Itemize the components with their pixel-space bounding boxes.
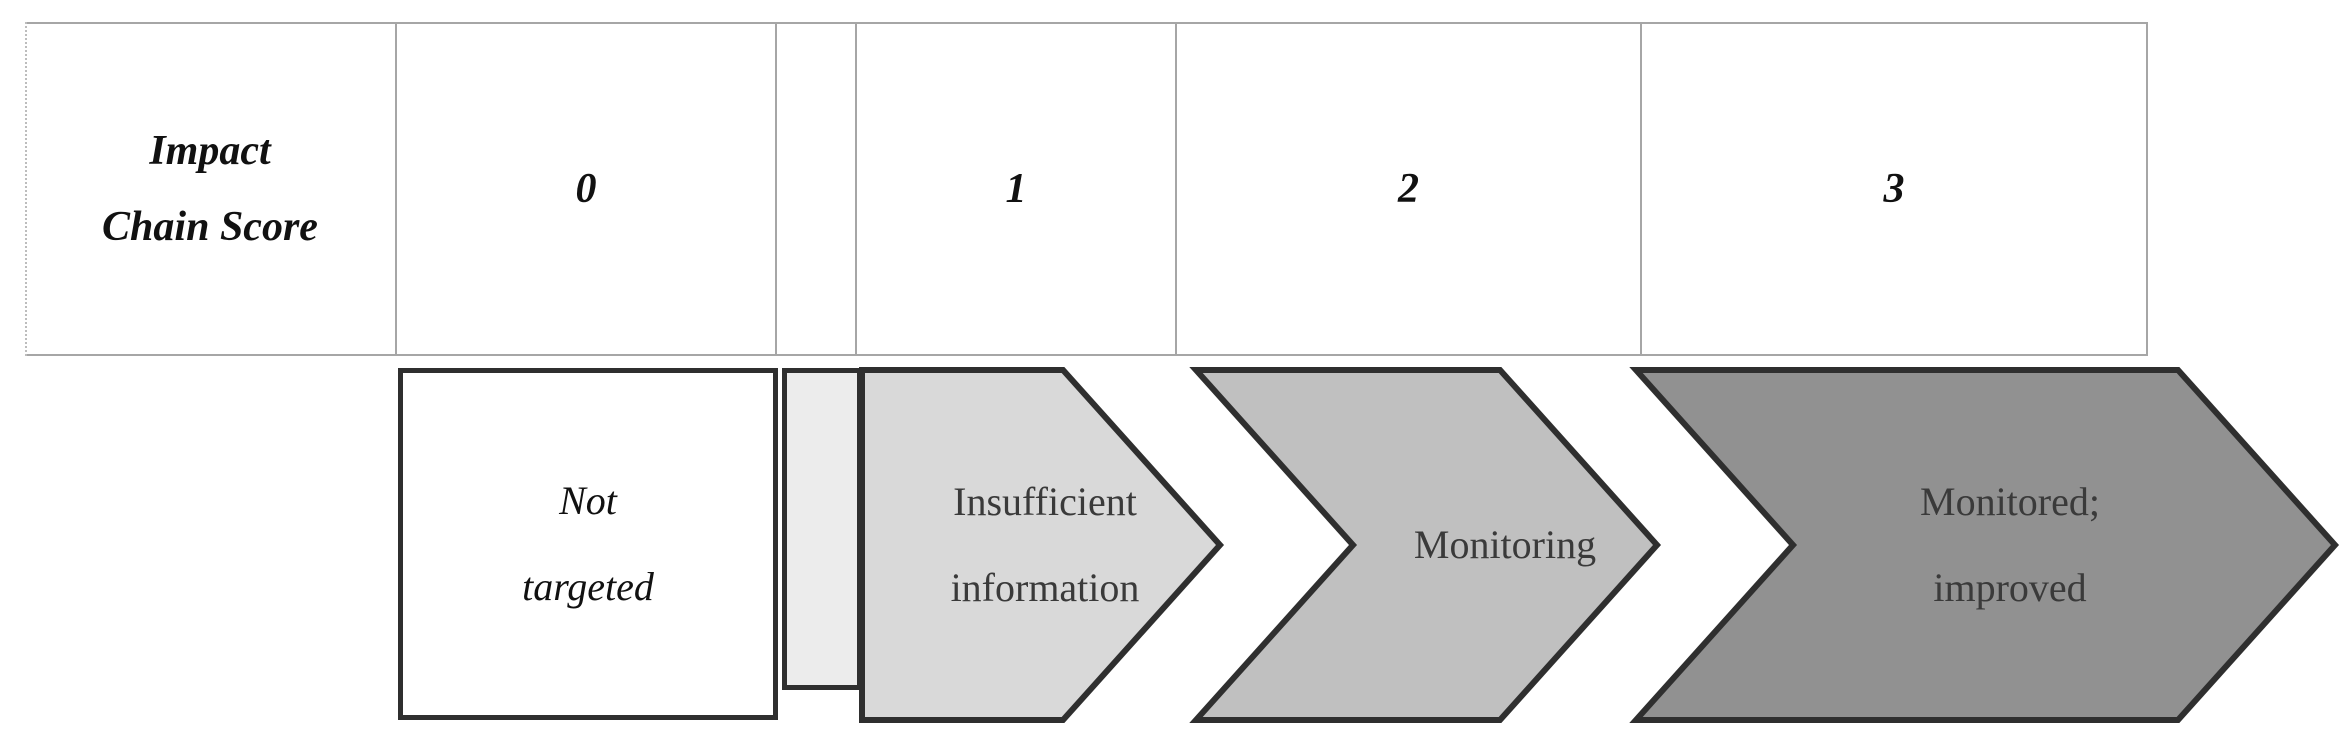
- stage-label-not-targeted-line1: Not: [559, 478, 617, 523]
- score-value-2: 2: [1398, 166, 1419, 212]
- stage-shape-insufficient-information[interactable]: [859, 367, 1225, 723]
- table-bottom-border: [25, 354, 2148, 356]
- table-column-divider-1: [395, 22, 397, 356]
- table-column-divider-2: [775, 22, 777, 356]
- header-label-line1: Impact: [149, 128, 271, 174]
- table-cell-score-2: 2: [1177, 22, 1640, 356]
- stage-label-monitoring-line1: Monitoring: [1413, 522, 1597, 567]
- table-cell-score-1: 1: [857, 22, 1175, 356]
- table-right-border: [2146, 22, 2148, 356]
- table-top-border: [25, 22, 2148, 24]
- stage-shape-not-targeted[interactable]: [398, 368, 778, 720]
- stage-label-insufficient-line1: Insufficient: [953, 479, 1137, 524]
- table-column-divider-4: [1175, 22, 1177, 356]
- score-value-0: 0: [575, 166, 597, 212]
- stage-label-monitored-improved: Monitored; improved: [1800, 370, 2220, 720]
- stage-shape-monitoring[interactable]: [1189, 367, 1662, 723]
- table-left-border: [25, 22, 27, 356]
- score-value-3: 3: [1883, 166, 1905, 212]
- table-cell-score-0: 0: [397, 22, 775, 356]
- stage-shape-monitored-improved[interactable]: [1629, 367, 2340, 723]
- stage-label-not-targeted-line2: targeted: [522, 564, 654, 609]
- stage-label-insufficient-line2: information: [950, 565, 1140, 610]
- table-column-divider-3: [855, 22, 857, 356]
- stage-label-monitored-line2: improved: [1933, 565, 2087, 610]
- stage-label-monitored-line1: Monitored;: [1920, 479, 2100, 524]
- stage-label-monitoring: Monitoring: [1345, 370, 1665, 720]
- score-value-1: 1: [1005, 166, 1027, 212]
- stage-label-insufficient-information: Insufficient information: [880, 370, 1210, 720]
- header-label-line2: Chain Score: [102, 204, 318, 250]
- table-header-cell: Impact Chain Score: [25, 22, 395, 356]
- table-column-divider-5: [1640, 22, 1642, 356]
- table-cell-score-3: 3: [1642, 22, 2146, 356]
- impact-chain-score-table: Impact Chain Score 0 1 2 3: [25, 22, 2148, 356]
- stage-label-not-targeted: Not targeted: [398, 368, 778, 720]
